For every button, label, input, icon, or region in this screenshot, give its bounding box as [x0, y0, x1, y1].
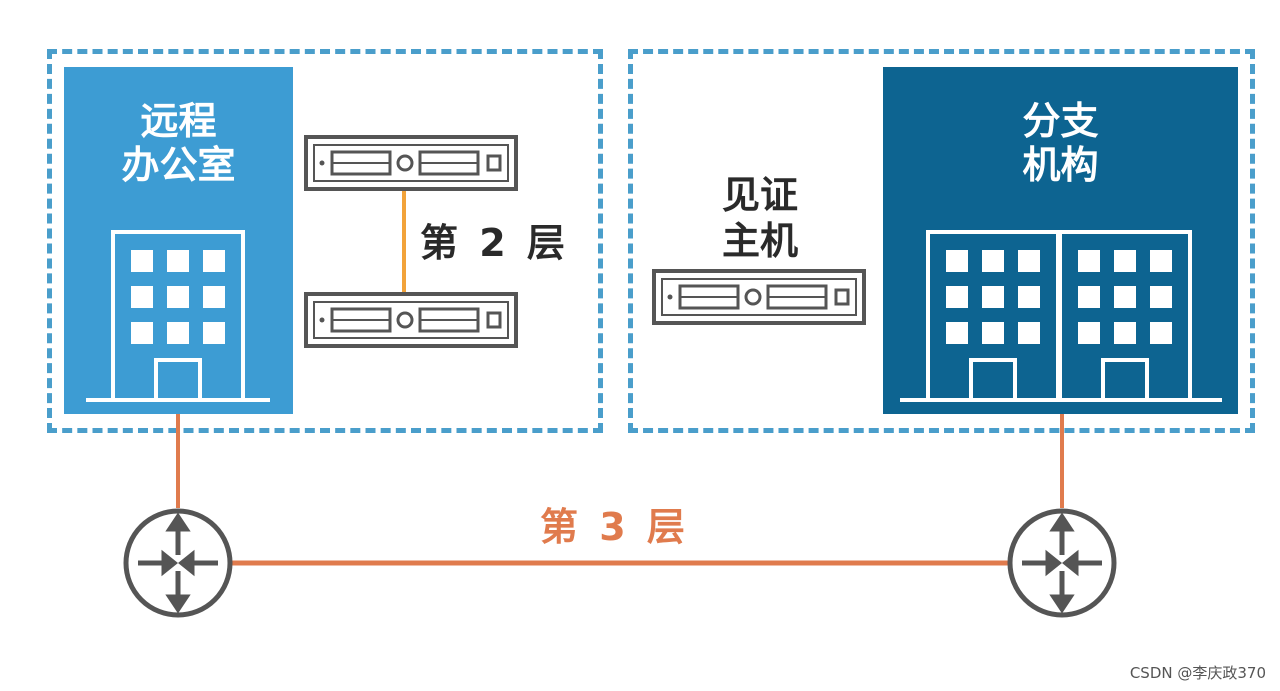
- branch-office-label: 分支 机构: [1022, 99, 1099, 187]
- server-icon-bottom: [304, 292, 518, 348]
- witness-server-icon: [652, 269, 866, 325]
- branch-office-zone: [628, 49, 1255, 433]
- router-icon-left: [126, 511, 230, 615]
- layer2-label: 第 2 层: [420, 221, 569, 265]
- remote-office-site: 远程 办公室: [64, 67, 293, 414]
- server-icon-top: [304, 135, 518, 191]
- layer3-label: 第 3 层: [540, 505, 689, 549]
- remote-building-icon: [86, 230, 270, 402]
- witness-host-label: 见证 主机: [721, 173, 798, 263]
- remote-office-zone: [47, 49, 603, 433]
- router-icon-right: [1010, 511, 1114, 615]
- watermark: CSDN @李庆政370: [1129, 664, 1266, 682]
- branch-building-icon-right: [900, 230, 1222, 402]
- branch-building-icon-left: [926, 230, 1060, 402]
- remote-office-label: 远程 办公室: [121, 99, 236, 187]
